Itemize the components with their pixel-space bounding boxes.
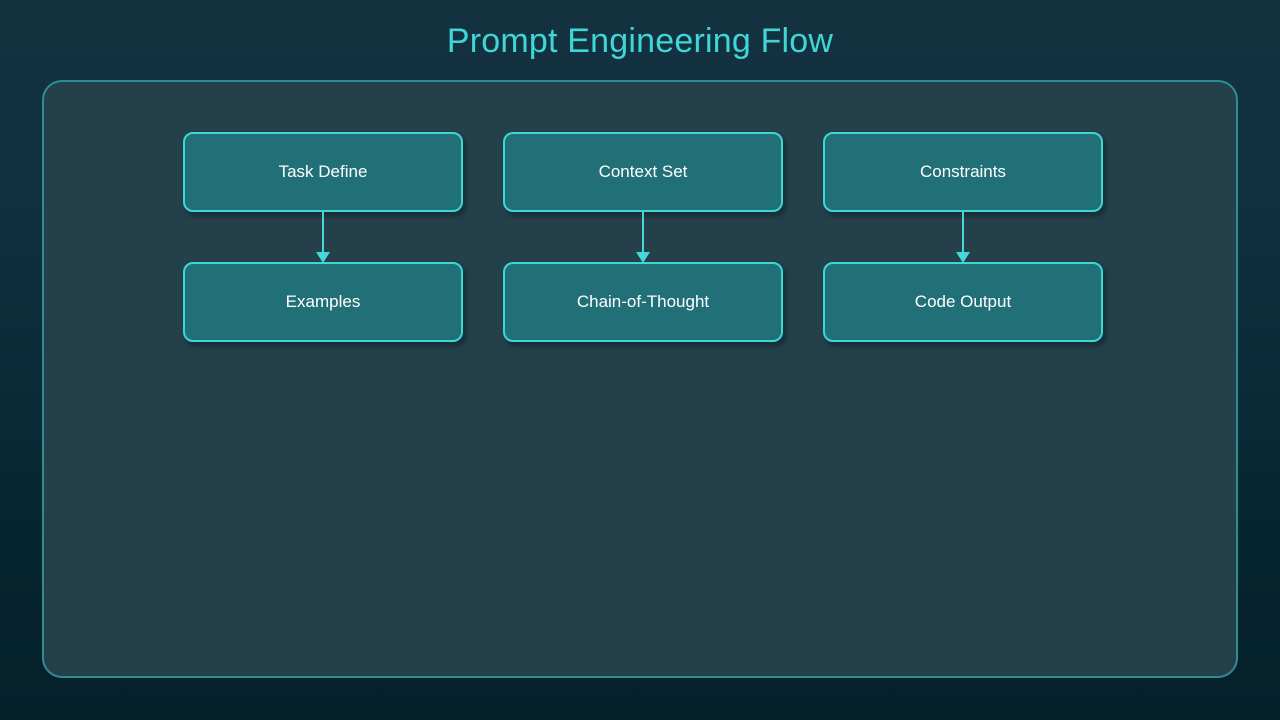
node-context-set[interactable]: Context Set: [503, 132, 783, 212]
connector-constraints-to-code-output: [951, 212, 975, 264]
connector-line: [962, 212, 964, 254]
connector-task-define-to-examples: [311, 212, 335, 264]
node-code-output[interactable]: Code Output: [823, 262, 1103, 342]
node-task-define[interactable]: Task Define: [183, 132, 463, 212]
connector-context-set-to-chain-of-thought: [631, 212, 655, 264]
node-label: Examples: [285, 292, 361, 311]
node-label: Context Set: [598, 162, 688, 181]
page-title: Prompt Engineering Flow: [446, 22, 834, 60]
flow-panel: Task Define Examples Context Set Chain-o…: [42, 80, 1238, 678]
node-label: Code Output: [914, 292, 1012, 311]
node-chain-of-thought[interactable]: Chain-of-Thought: [503, 262, 783, 342]
connector-line: [322, 212, 324, 254]
node-examples[interactable]: Examples: [183, 262, 463, 342]
node-label: Constraints: [920, 162, 1006, 181]
node-constraints[interactable]: Constraints: [823, 132, 1103, 212]
connector-line: [642, 212, 644, 254]
node-label: Task Define: [278, 162, 368, 181]
node-label: Chain-of-Thought: [576, 292, 710, 311]
